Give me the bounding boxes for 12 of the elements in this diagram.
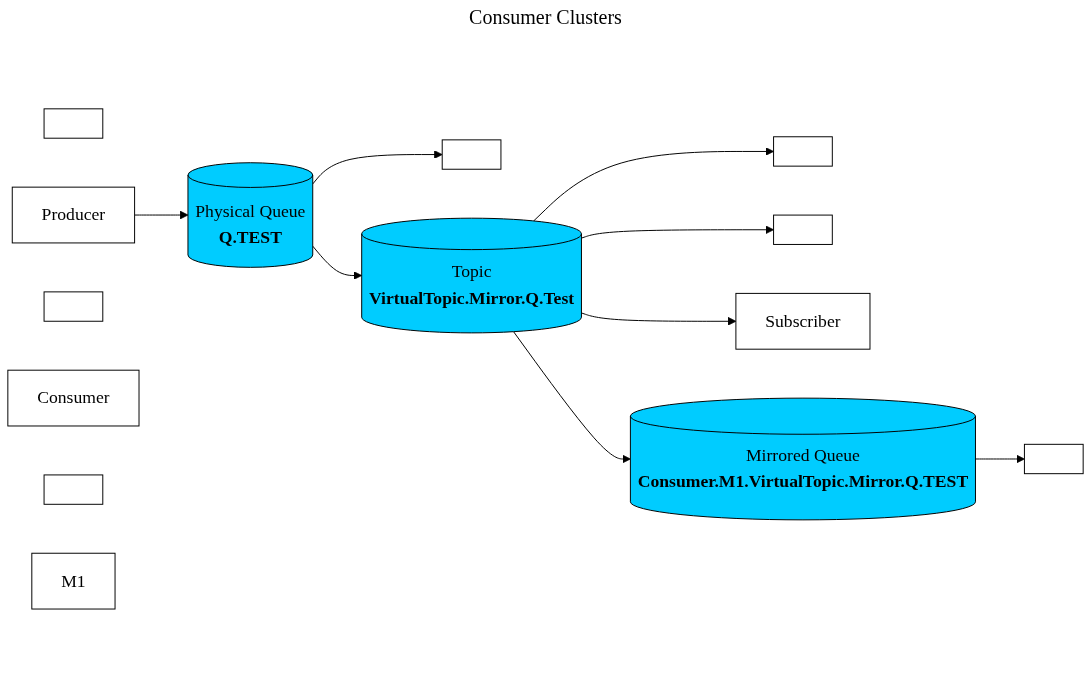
node-box — [43, 107, 104, 139]
node-box — [43, 290, 104, 322]
node-box — [773, 135, 833, 167]
node-box — [43, 474, 104, 505]
node-box: Producer — [11, 186, 136, 243]
node-box — [1023, 443, 1084, 474]
node-box: M1 — [31, 552, 116, 610]
node-box: Consumer — [7, 369, 140, 427]
node-box — [441, 138, 502, 170]
node-box — [773, 214, 833, 245]
heading-text: Consumer Clusters — [469, 6, 622, 28]
node-box: Subscriber — [735, 292, 871, 350]
